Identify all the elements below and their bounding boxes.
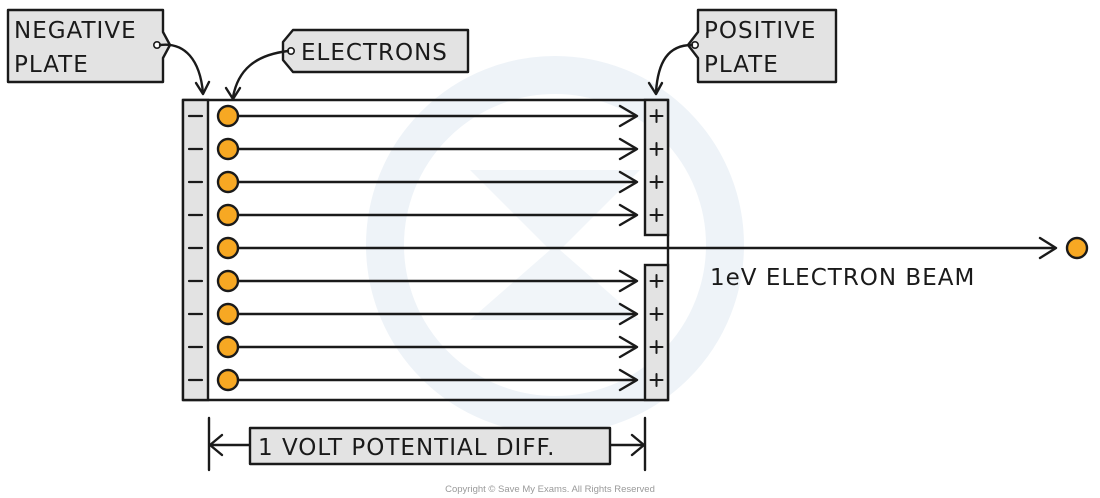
electron: [216, 269, 240, 293]
potential-label: 1 VOLT POTENTIAL DIFF.: [258, 435, 555, 461]
electron: [216, 302, 240, 326]
electron: [216, 335, 240, 359]
positive-plate-lower: [643, 263, 670, 402]
acceleration-arrow-head: [618, 368, 639, 392]
beam-label: 1eV ELECTRON BEAM: [710, 265, 975, 291]
negative-plate: [181, 98, 210, 402]
watermark-logo: [366, 56, 744, 434]
acceleration-arrow-head: [618, 269, 639, 293]
acceleration-arrow-head: [618, 302, 639, 326]
potential-difference-marker: 1 VOLT POTENTIAL DIFF.: [207, 416, 647, 472]
beam-arrow-head: [1038, 236, 1058, 260]
electron: [216, 170, 240, 194]
positive-plate-label-line1: POSITIVE: [704, 18, 816, 44]
electron: [216, 137, 240, 161]
copyright-text: Copyright © Save My Exams. All Rights Re…: [445, 484, 655, 495]
acceleration-arrow-head: [618, 170, 639, 194]
positive-plate-upper: [643, 98, 670, 237]
acceleration-arrow-head: [618, 335, 639, 359]
negative-plate-label-line2: PLATE: [14, 52, 89, 78]
electron-rows: [187, 104, 1089, 392]
negative-plate-label-line1: NEGATIVE: [14, 18, 137, 44]
acceleration-arrow-head: [618, 104, 639, 128]
electrons-tag: ELECTRONS: [224, 28, 470, 101]
negative-plate-tag: NEGATIVE PLATE: [6, 8, 211, 96]
electron: [216, 104, 240, 128]
escaped-electron: [1065, 236, 1089, 260]
electrons-label: ELECTRONS: [301, 40, 448, 66]
acceleration-arrow-head: [618, 203, 639, 227]
acceleration-arrow-head: [618, 137, 639, 161]
electron: [216, 203, 240, 227]
positive-plate-tag: POSITIVE PLATE: [647, 8, 838, 96]
positive-plate-label-line2: PLATE: [704, 52, 779, 78]
electron: [216, 236, 240, 260]
electron: [216, 368, 240, 392]
